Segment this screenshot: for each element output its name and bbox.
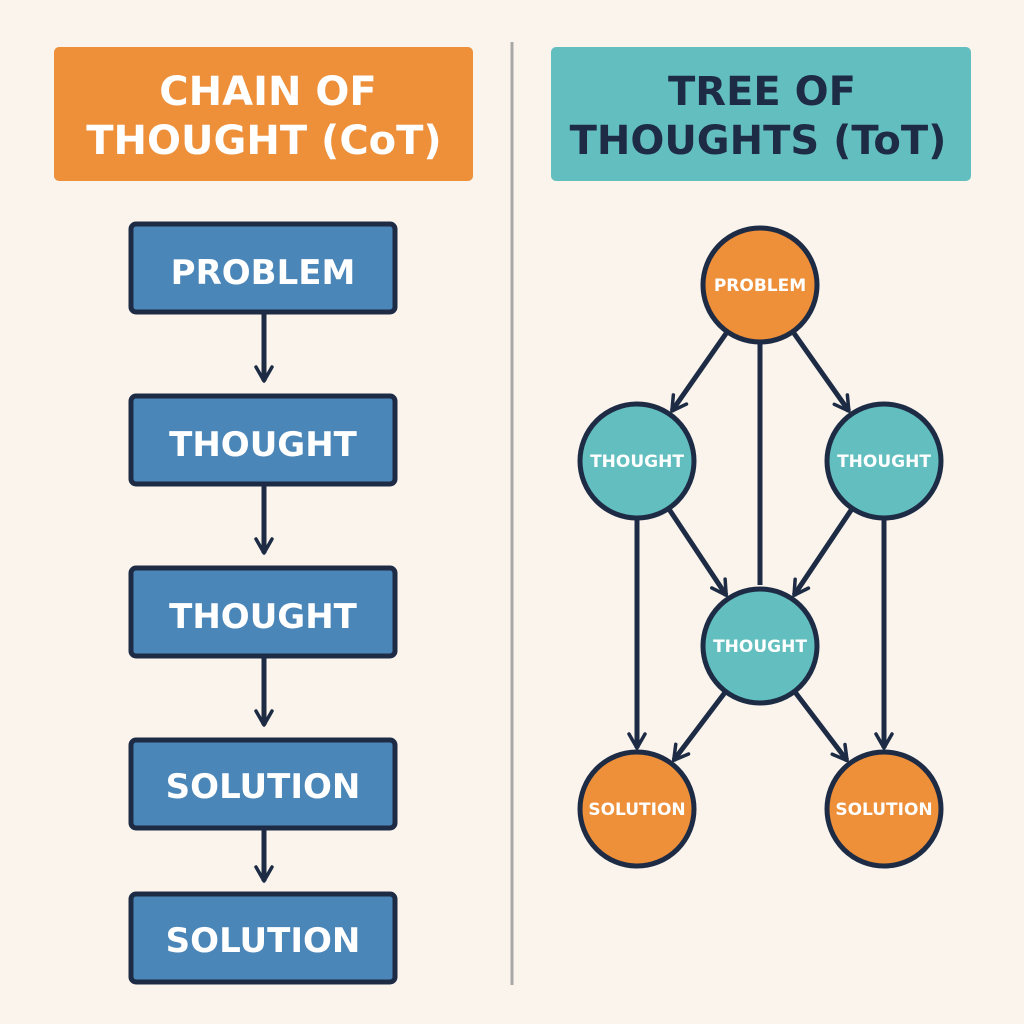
tot-edge-problem-to-thought-right <box>790 330 851 413</box>
tot-edges <box>627 330 894 763</box>
tot-node-solution-right: SOLUTION <box>824 749 944 869</box>
tot-title-background <box>551 47 971 181</box>
cot-step-label: THOUGHT <box>169 425 358 465</box>
tot-node-label: THOUGHT <box>590 452 684 472</box>
cot-step-thought-2: THOUGHT <box>128 565 398 659</box>
cot-step-solution-1: SOLUTION <box>128 737 398 831</box>
cot-step-label: SOLUTION <box>166 767 361 807</box>
cot-step-thought-1: THOUGHT <box>128 393 398 487</box>
cot-step-solution-2: SOLUTION <box>128 891 398 985</box>
tot-node-circle <box>577 749 697 869</box>
tot-nodes: PROBLEM THOUGHT THOUGHT THOUGHT SOLUTION SOLU… <box>577 225 944 869</box>
cot-step-label: THOUGHT <box>169 597 358 637</box>
tot-node-circle <box>577 401 697 521</box>
tot-node-solution-left: SOLUTION <box>577 749 697 869</box>
tot-node-thought-right: THOUGHT <box>824 401 944 521</box>
cot-title-background <box>54 47 473 181</box>
tot-node-label: SOLUTION <box>588 800 685 820</box>
tot-title-line2: THOUGHTS (ToT) <box>570 118 947 164</box>
tot-node-label: PROBLEM <box>714 276 806 296</box>
tot-node-thought-center: THOUGHT <box>700 586 820 706</box>
cot-title-banner: CHAIN OF THOUGHT (CoT) <box>54 47 473 181</box>
tot-node-circle <box>700 225 820 345</box>
tot-tree: PROBLEM THOUGHT THOUGHT THOUGHT SOLUTION SOLU… <box>577 225 944 869</box>
cot-title-line1: CHAIN OF <box>159 69 376 115</box>
tot-edge-thought-center-to-solution-right <box>792 689 850 763</box>
tot-node-circle <box>824 749 944 869</box>
tot-node-label: THOUGHT <box>713 637 807 657</box>
tot-edge-thought-left-to-thought-center <box>666 507 729 597</box>
tot-title-banner: TREE OF THOUGHTS (ToT) <box>551 47 971 181</box>
tot-edge-problem-to-thought-left <box>669 330 730 413</box>
cot-step-problem: PROBLEM <box>128 221 398 315</box>
tot-node-label: SOLUTION <box>835 800 932 820</box>
tot-edge-thought-center-to-solution-left <box>671 689 728 763</box>
cot-chain: PROBLEM THOUGHT THOUGHT SOLUTION SOLUTIO… <box>128 221 398 985</box>
tot-node-thought-left: THOUGHT <box>577 401 697 521</box>
tot-node-circle <box>700 586 820 706</box>
tot-node-label: THOUGHT <box>837 452 931 472</box>
tot-title-line1: TREE OF <box>668 69 856 115</box>
tot-node-problem: PROBLEM <box>700 225 820 345</box>
tot-edge-thought-right-to-thought-center <box>791 506 855 598</box>
cot-step-label: SOLUTION <box>166 921 361 961</box>
cot-step-label: PROBLEM <box>171 253 356 293</box>
tot-node-circle <box>824 401 944 521</box>
cot-title-line2: THOUGHT (CoT) <box>86 118 441 164</box>
